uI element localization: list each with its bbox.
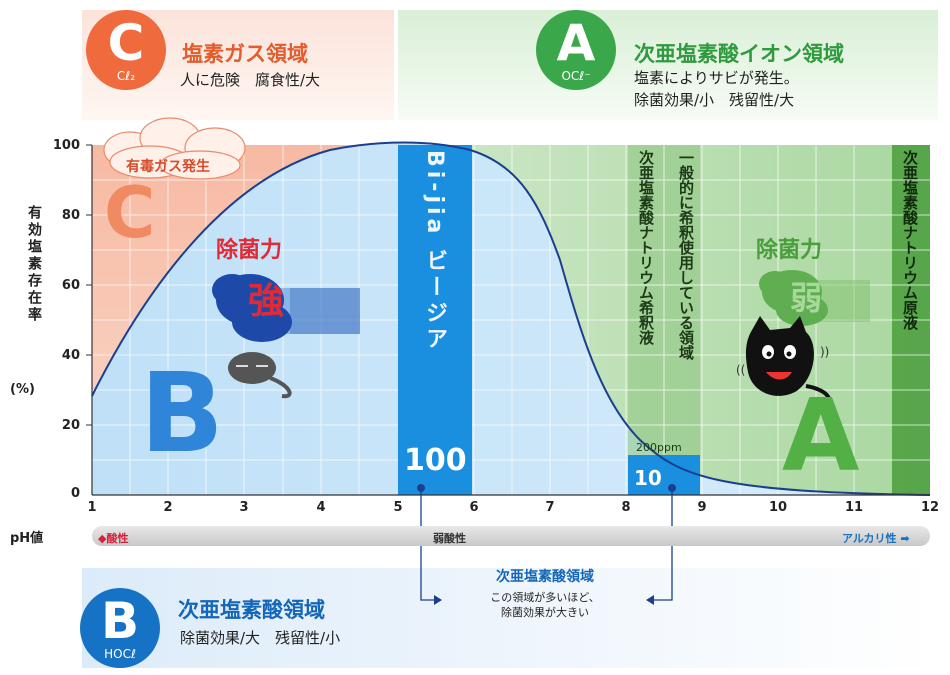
toxic-gas-label: 有毒ガス発生: [126, 159, 210, 175]
dilute-solution-label: 次亜塩素酸ナトリウム希釈液: [637, 150, 655, 345]
strong-cloud-icon: [212, 274, 360, 342]
toxic-gas-cloud-icon: [103, 117, 246, 180]
badge-b: B HOCℓ: [80, 588, 160, 668]
alkali-label: アルカリ性 ➡: [842, 532, 910, 545]
hypochlorous-acid-curve: [91, 141, 931, 496]
dilution-value-block: [628, 455, 700, 495]
badge-a: A OCℓ⁻: [536, 10, 616, 90]
y-axis-unit: (%): [10, 382, 35, 397]
x-tick-10: 10: [768, 500, 788, 515]
bijia-value: 100: [404, 443, 467, 478]
ppm-label: 200ppm: [636, 441, 682, 454]
x-tick-4: 4: [316, 500, 326, 515]
hypochlorous-acid-region-panel: [82, 568, 938, 668]
chlorine-gas-region-title: 塩素ガス領域: [182, 42, 308, 66]
x-tick-9: 9: [697, 500, 707, 515]
y-axis-label: 有効塩素存在率: [26, 205, 42, 324]
hypochlorite-ion-region-title: 次亜塩素酸イオン領域: [634, 42, 844, 66]
badge-c: C Cℓ₂: [86, 10, 166, 90]
stock-solution-label: 次亜塩素酸ナトリウム原液: [901, 150, 919, 330]
note-line1: この領域が多いほど、: [490, 591, 600, 604]
hypochlorite-ion-desc-line1: 塩素によりサビが発生。: [634, 69, 799, 87]
y-tick-40: 40: [61, 348, 80, 363]
ph-scale-bar: [92, 526, 930, 546]
big-a-letter: A: [782, 377, 860, 494]
svg-text:((: ((: [736, 363, 745, 377]
bijia-dot: [417, 484, 425, 492]
svg-text:)): )): [820, 345, 829, 359]
y-tick-100: 100: [52, 138, 80, 153]
big-b-letter: B: [140, 349, 224, 477]
black-germ-icon: (( )): [736, 316, 831, 406]
bijia-band: [398, 145, 472, 495]
y-tick-80: 80: [61, 208, 80, 223]
left-arrowhead-icon: [646, 595, 654, 605]
x-tick-11: 11: [844, 500, 864, 515]
dilute-value: 10: [634, 466, 662, 490]
hypochlorous-acid-region-desc: 除菌効果/大 残留性/小: [180, 629, 341, 647]
weak-cloud-icon: [759, 270, 870, 326]
y-tick-60: 60: [61, 278, 80, 293]
weak-power-label: 除菌力: [756, 238, 823, 263]
x-tick-2: 2: [163, 500, 173, 515]
x-tick-12: 12: [920, 500, 940, 515]
gray-germ-icon: [228, 352, 292, 399]
big-c-letter: C: [104, 172, 156, 254]
hypochlorous-acid-region-title: 次亜塩素酸領域: [178, 598, 325, 622]
note-title: 次亜塩素酸領域: [496, 569, 594, 585]
right-arrowhead-icon: [434, 595, 442, 605]
x-tick-7: 7: [545, 500, 555, 515]
hypochlorite-ion-region-panel: [398, 10, 938, 120]
dilution-dot: [668, 484, 676, 492]
note-body: この領域が多いほど、 除菌効果が大きい: [460, 590, 630, 621]
x-tick-3: 3: [239, 500, 249, 515]
y-tick-20: 20: [61, 418, 80, 433]
ph-axis-label: pH値: [10, 531, 44, 546]
chlorine-gas-region-desc: 人に危険 腐食性/大: [180, 71, 321, 89]
weak-acid-label: 弱酸性: [433, 532, 466, 545]
x-tick-6: 6: [469, 500, 479, 515]
x-tick-5: 5: [393, 500, 403, 515]
note-line2: 除菌効果が大きい: [501, 606, 589, 620]
hypochlorite-ion-region-desc: 塩素によりサビが発生。 除菌効果/小 残留性/大: [634, 68, 799, 112]
weak-power-value: 弱: [790, 279, 823, 317]
y-tick-0: 0: [70, 486, 80, 501]
strong-power-value: 強: [248, 281, 285, 322]
general-use-label: 一般的に希釈使用している領域: [677, 150, 695, 360]
x-tick-1: 1: [87, 500, 97, 515]
region-b-fill: [92, 142, 930, 495]
strong-power-label: 除菌力: [216, 238, 283, 263]
x-tick-8: 8: [621, 500, 631, 515]
bijia-label: Bi-jia ビージア: [422, 150, 447, 354]
hypochlorite-ion-desc-line2: 除菌効果/小 残留性/大: [634, 90, 795, 109]
acid-label: ◆酸性: [98, 532, 129, 545]
